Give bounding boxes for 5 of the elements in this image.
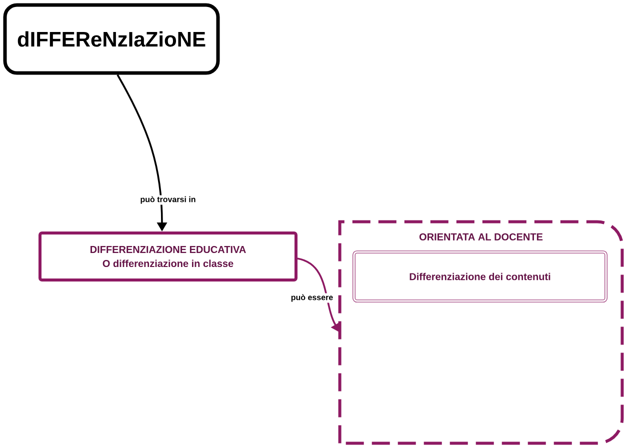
edge-label: può essere [291, 294, 333, 302]
title-box: dIFFEReNzIaZioNE [3, 3, 220, 75]
concept-box: DIFFERENZIAZIONE EDUCATIVA O differenziazione in classe [38, 232, 298, 282]
edge-label: può trovarsi in [140, 196, 196, 204]
concept-box: Differenziazione dei contenuti [352, 250, 608, 303]
